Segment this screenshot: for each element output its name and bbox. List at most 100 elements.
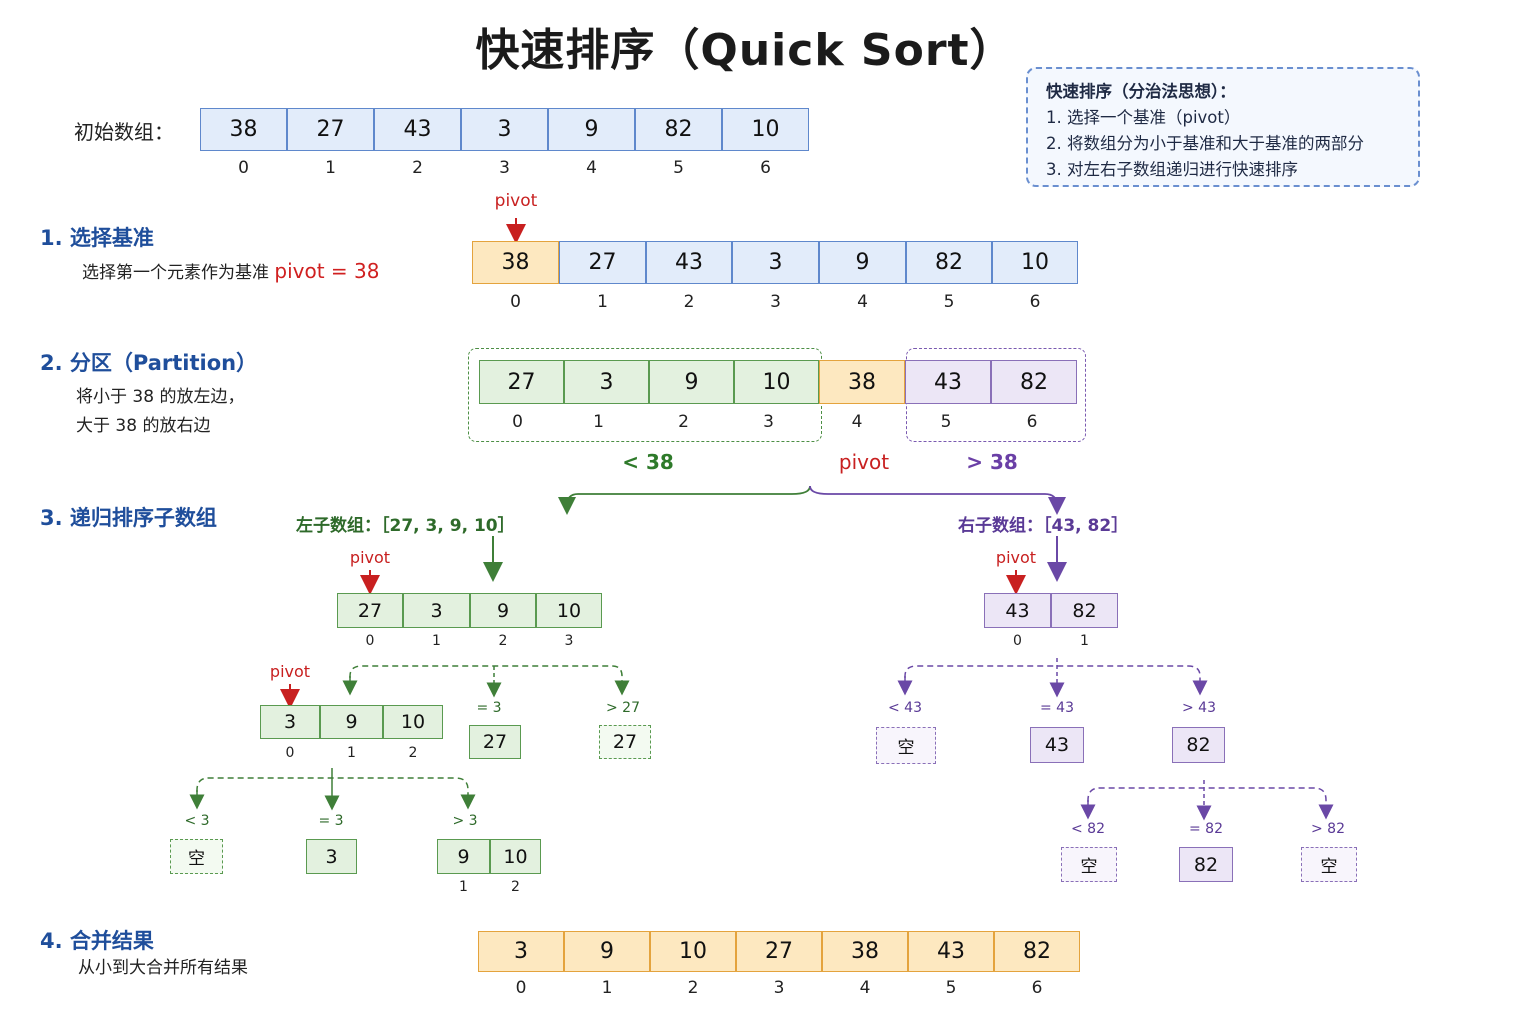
index-label: 2: [408, 745, 418, 761]
index-label: 3: [499, 158, 510, 178]
left-pivot-label: pivot: [349, 548, 391, 567]
index-label: 2: [678, 412, 689, 432]
left-sub2-cell: 3: [260, 705, 320, 739]
step2-desc-line1: 将小于 38 的放左边，: [76, 387, 245, 407]
index-label: 1: [432, 633, 441, 649]
right-gt-cell: 82: [1172, 727, 1225, 763]
left-l3-gt-array: 9 10: [437, 839, 541, 874]
info-line-3: 3. 对左右子数组递归进行快速排序: [1046, 160, 1298, 179]
initial-cell: 3: [461, 108, 548, 151]
left-eq-label: = 3: [476, 700, 502, 716]
left-l3-gt-label: > 3: [452, 813, 478, 829]
right-branch-l3: [1087, 787, 1334, 820]
result-cell: 82: [994, 931, 1080, 972]
step2-description: 将小于 38 的放左边， 大于 38 的放右边: [76, 383, 244, 441]
index-label: 2: [412, 158, 423, 178]
step1-title: 1. 选择基准: [40, 226, 154, 250]
index-label: 3: [564, 633, 574, 649]
right-l3-gt-label: > 82: [1311, 821, 1345, 837]
right-sub-cell: 43: [984, 593, 1051, 628]
right-sub-cell: 82: [1051, 593, 1118, 628]
initial-cell: 27: [287, 108, 374, 151]
result-cell: 10: [650, 931, 736, 972]
step2-indices: 0 1 2 3 4 5 6: [479, 412, 1075, 432]
greater-than-label: > 38: [966, 450, 1018, 474]
left-subarray: 27 3 9 10: [337, 593, 602, 628]
right-pivot-label: pivot: [995, 548, 1037, 567]
step1-desc-text: 选择第一个元素作为基准: [82, 263, 269, 283]
index-label: 1: [601, 978, 613, 998]
right-branch-l2: [904, 665, 1208, 696]
result-indices: 0 1 2 3 4 5 6: [478, 978, 1080, 998]
left-l3-gt-cell: 10: [490, 839, 541, 874]
step2-less-cell: 9: [649, 360, 734, 404]
left-gt-cell: 27: [599, 725, 651, 759]
step2-pivot-cell: 38: [819, 360, 905, 404]
left-eq-cell: 27: [469, 725, 521, 759]
step1-indices: 0 1 2 3 4 5 6: [472, 292, 1078, 312]
initial-cell: 82: [635, 108, 722, 151]
index-label: 0: [365, 633, 375, 649]
result-cell: 43: [908, 931, 994, 972]
index-label: 2: [511, 879, 520, 895]
less-than-label: < 38: [622, 450, 674, 474]
index-label: 3: [773, 978, 785, 998]
left-l3-gt-cell: 9: [437, 839, 490, 874]
index-label: 4: [586, 158, 597, 178]
left-gt-label: > 27: [606, 700, 640, 716]
right-lt-cell: 空: [876, 727, 936, 764]
index-label: 3: [763, 412, 774, 432]
initial-cell: 9: [548, 108, 635, 151]
partition-brace-left: [558, 485, 811, 515]
index-label: 0: [515, 978, 527, 998]
index-label: 2: [498, 633, 508, 649]
left-sub-pivot-label: pivot: [269, 662, 311, 681]
step1-pivot-label: pivot: [494, 191, 538, 211]
initial-cell: 38: [200, 108, 287, 151]
right-l3-eq-label: = 82: [1189, 821, 1223, 837]
index-label: 1: [1080, 633, 1089, 649]
index-label: 0: [285, 745, 295, 761]
step1-description: 选择第一个元素作为基准 pivot = 38: [82, 257, 380, 288]
initial-array-label: 初始数组：: [74, 120, 174, 144]
index-label: 3: [770, 292, 781, 312]
index-label: 1: [347, 745, 356, 761]
index-label: 0: [510, 292, 521, 312]
index-label: 6: [1026, 412, 1038, 432]
step2-less-cell: 10: [734, 360, 819, 404]
partition-brace-right: [809, 485, 1066, 515]
left-sub-cell: 9: [470, 593, 536, 628]
step1-cell: 27: [559, 241, 646, 284]
step1-cell: 82: [906, 241, 992, 284]
index-label: 1: [597, 292, 608, 312]
left-l3-lt-cell: 空: [170, 839, 223, 874]
right-lt-label: < 43: [888, 700, 922, 716]
right-l3-gt-cell: 空: [1301, 847, 1357, 882]
step2-greater-cell: 82: [991, 360, 1077, 404]
step2-less-cell: 27: [479, 360, 564, 404]
left-l3-gt-indices: 1 2: [437, 879, 541, 895]
result-cell: 9: [564, 931, 650, 972]
left-sub-cell: 3: [403, 593, 470, 628]
left-branch-l2: [349, 665, 630, 696]
step2-array: 27 3 9 10 38 43 82: [479, 360, 1077, 404]
right-gt-label: > 43: [1182, 700, 1216, 716]
step1-array: 38 27 43 3 9 82 10: [472, 241, 1078, 284]
index-label: 4: [851, 412, 863, 432]
info-line-2: 2. 将数组分为小于基准和大于基准的两部分: [1046, 134, 1364, 153]
index-label: 1: [459, 879, 468, 895]
info-box-title: 快速排序（分治法思想）：: [1046, 82, 1236, 101]
left-sub-cell: 10: [536, 593, 602, 628]
index-label: 5: [943, 292, 955, 312]
right-sub-indices: 0 1: [984, 633, 1118, 649]
step1-cell: 9: [819, 241, 906, 284]
initial-indices: 0 1 2 3 4 5 6: [200, 158, 809, 178]
index-label: 5: [940, 412, 952, 432]
right-l3-eq-cell: 82: [1179, 847, 1233, 882]
step3-title: 3. 递归排序子数组: [40, 506, 217, 530]
right-eq-label: = 43: [1040, 700, 1074, 716]
info-line-1: 1. 选择一个基准（pivot）: [1046, 108, 1241, 127]
pivot-label: pivot: [838, 450, 890, 474]
left-sub2-indices: 0 1 2: [260, 745, 443, 761]
step2-greater-cell: 43: [905, 360, 991, 404]
